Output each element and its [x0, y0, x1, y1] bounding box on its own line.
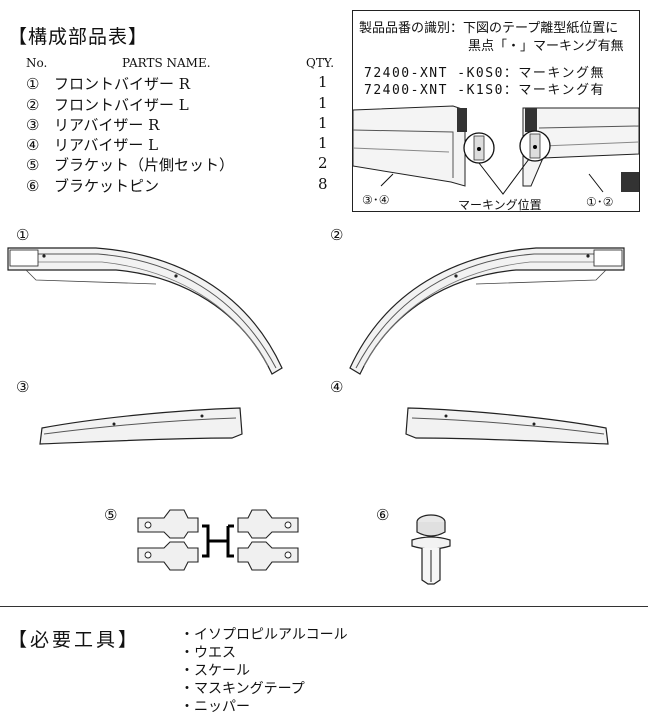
tool-item: ・イソプロピルアルコール [180, 627, 348, 643]
part-number: ③ [26, 116, 40, 134]
parts-list-title: 【構成部品表】 [8, 26, 149, 48]
marking-detail-illustration [353, 105, 639, 195]
figure-label-2: ② [330, 226, 344, 244]
part-name: ブラケットピン [54, 177, 160, 195]
part-number: ④ [26, 136, 40, 154]
rear-visor-right-illustration [39, 407, 243, 445]
column-header-qty: QTY. [306, 56, 335, 70]
marking-position-label: マーキング位置 [458, 198, 542, 212]
parts-row: ② フロントバイザー L [26, 94, 189, 115]
figure-label-4: ④ [330, 378, 344, 396]
part-name: フロントバイザー L [54, 96, 189, 114]
part-name: リアバイザー L [54, 136, 159, 154]
tool-item: ・ウエス [180, 645, 236, 661]
tool-item: ・スケール [180, 663, 250, 679]
column-header-no: No. [26, 56, 48, 70]
parts-row: ① フロントバイザー R [26, 73, 190, 94]
part-name: ブラケット（片側セット） [54, 156, 235, 174]
part-qty: 2 [318, 154, 328, 172]
part-number: ⑤ [26, 156, 40, 174]
part-number: ② [26, 96, 40, 114]
callout-label-rear: ③･④ [362, 193, 390, 207]
part-qty: 8 [318, 175, 328, 193]
part-qty: 1 [318, 73, 328, 91]
callout-label-front: ①･② [586, 195, 614, 209]
parts-row: ⑤ ブラケット（片側セット） [26, 154, 234, 175]
bracket-pin-illustration [411, 514, 451, 585]
front-visor-right-illustration [7, 247, 283, 375]
tool-item: ・マスキングテープ [180, 681, 305, 697]
column-header-parts-name: PARTS NAME. [122, 56, 211, 70]
figure-label-3: ③ [16, 378, 30, 396]
part-qty: 1 [318, 134, 328, 152]
callout-line-2: 黒点「・」マーキング有無 [468, 39, 624, 54]
parts-row: ③ リアバイザー R [26, 114, 159, 135]
callout-line-1: 製品品番の識別：下図のテープ離型紙位置に [359, 21, 619, 36]
figure-label-1: ① [16, 226, 30, 244]
section-divider [0, 606, 648, 607]
rear-visor-left-illustration [405, 407, 609, 445]
parts-row: ⑥ ブラケットピン [26, 175, 159, 196]
part-code-marked: 72400-XNT -K1S0：マーキング有 [364, 83, 606, 98]
front-visor-left-illustration [349, 247, 625, 375]
tool-item: ・ニッパー [180, 699, 250, 715]
figure-label-5: ⑤ [104, 506, 118, 524]
required-tools-title: 【必要工具】 [8, 629, 141, 651]
figure-label-6: ⑥ [376, 506, 390, 524]
part-name: フロントバイザー R [54, 75, 191, 93]
part-number: ⑥ [26, 177, 40, 195]
part-code-unmarked: 72400-XNT -K0S0：マーキング無 [364, 66, 606, 81]
part-name: リアバイザー R [54, 116, 160, 134]
part-number: ① [26, 75, 40, 93]
parts-row: ④ リアバイザー L [26, 134, 158, 155]
part-qty: 1 [318, 94, 328, 112]
part-qty: 1 [318, 114, 328, 132]
bracket-set-illustration [137, 509, 299, 571]
